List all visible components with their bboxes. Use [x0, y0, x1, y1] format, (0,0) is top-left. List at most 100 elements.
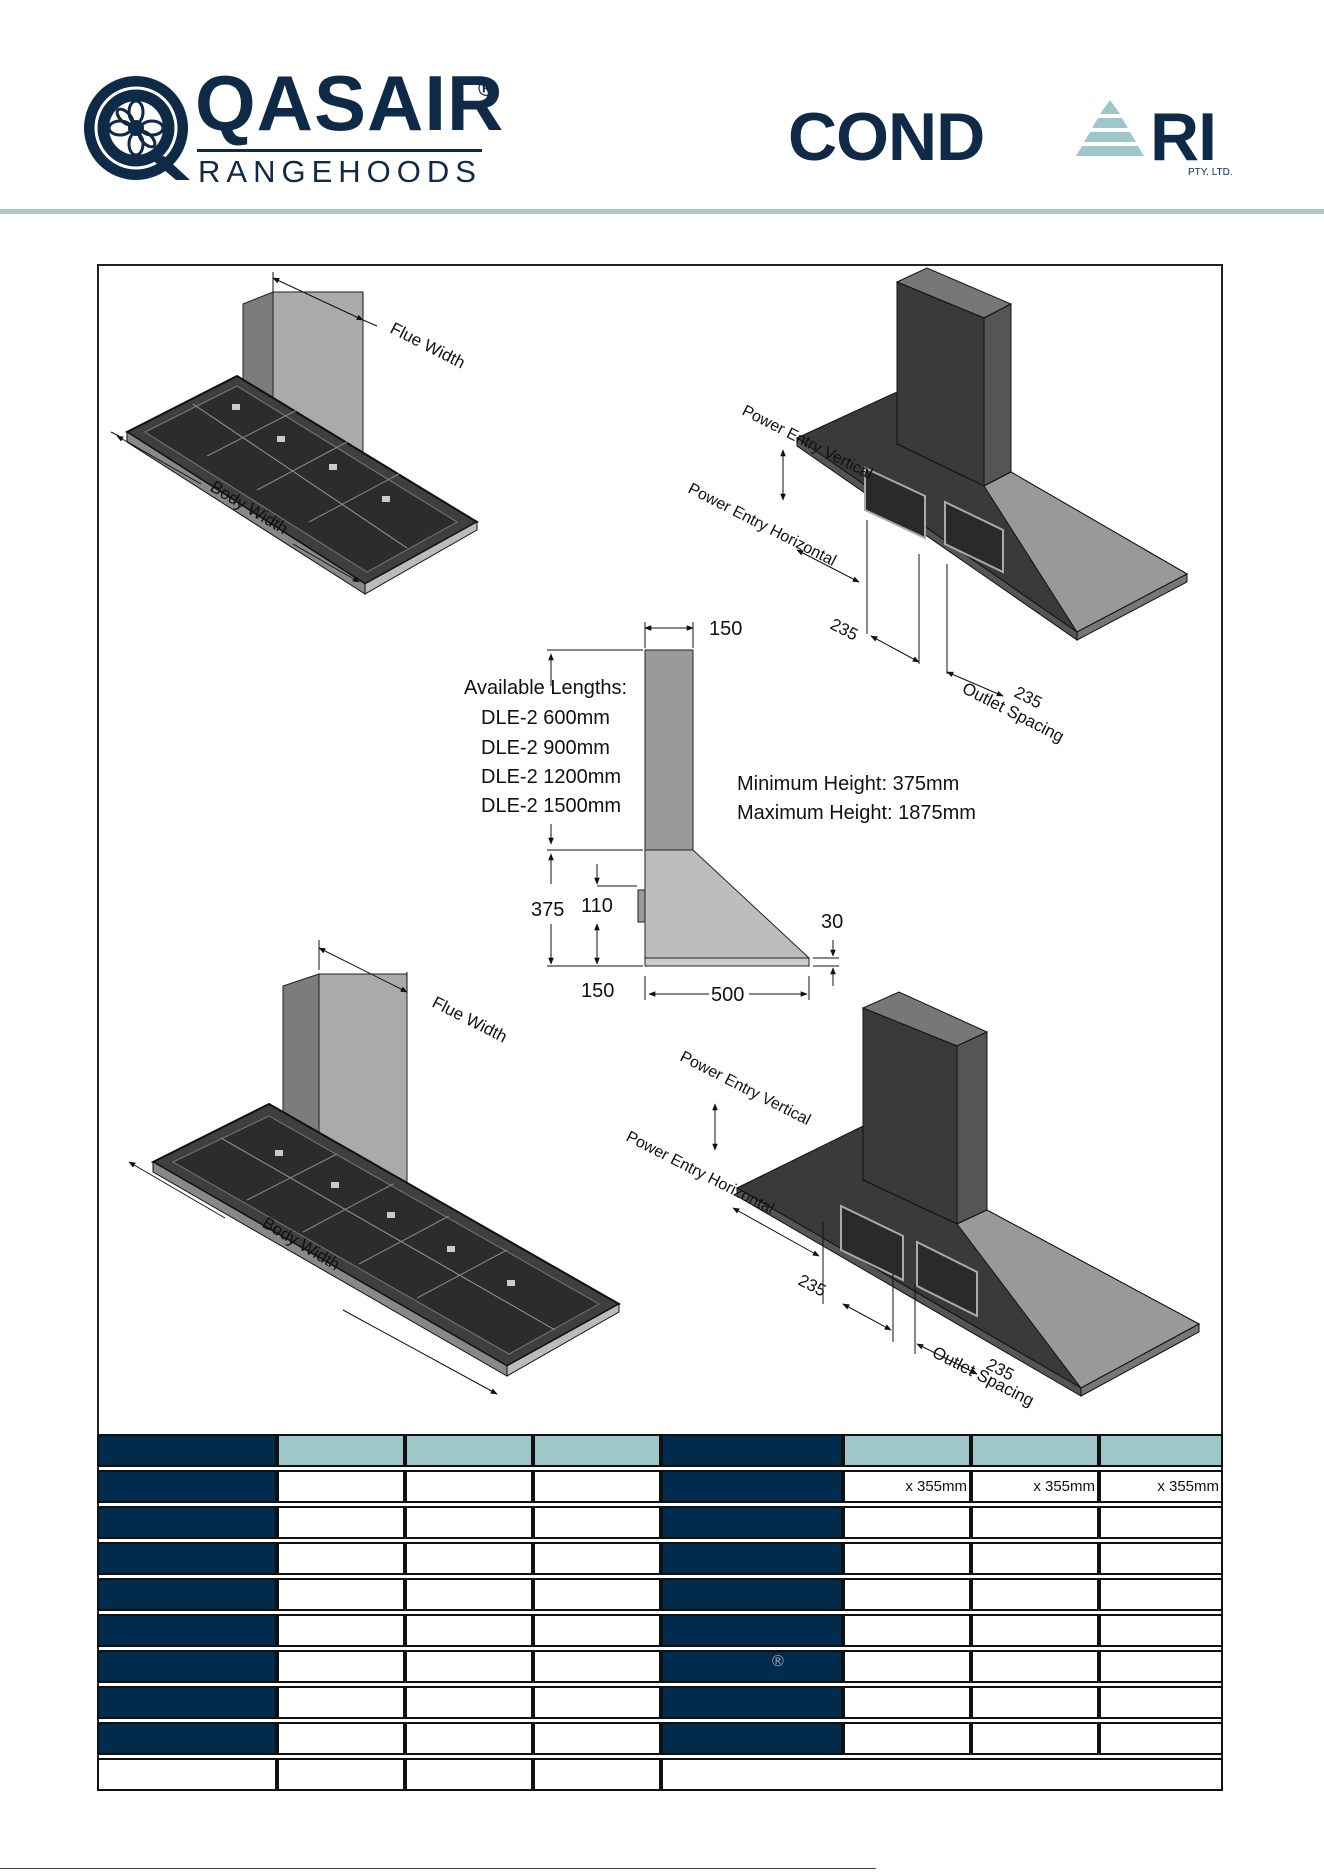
qasair-registered-mark: ®	[478, 76, 495, 101]
table-cell	[971, 1506, 1099, 1539]
table-label-cell	[97, 1650, 277, 1683]
condari-wordmark-right: RI	[1150, 99, 1217, 175]
top-left-flue-dimension	[272, 272, 378, 327]
table-cell	[533, 1470, 661, 1503]
bottom-left-flue-label: Flue Width	[429, 993, 510, 1047]
table-cell	[277, 1614, 405, 1647]
bottom-right-power-horizontal-label: Power Entry Horizontal	[623, 1128, 777, 1217]
table-cell	[277, 1578, 405, 1611]
table-label-cell	[97, 1506, 277, 1539]
table-label-cell	[661, 1650, 843, 1683]
side-top-width: 150	[709, 618, 742, 640]
top-left-flue-label: Flue Width	[387, 319, 468, 373]
table-row	[97, 1650, 1223, 1684]
top-right-hood-view	[795, 267, 1189, 641]
table-registered-mark: ®	[772, 1653, 784, 1670]
table-cell	[405, 1722, 533, 1755]
bottom-right-dim-left: 235	[795, 1271, 829, 1301]
table-cell	[971, 1722, 1099, 1755]
table-header-cell	[533, 1434, 661, 1467]
table-cell	[1099, 1578, 1223, 1611]
table-outlet-value: x 355mm	[843, 1470, 971, 1503]
table-cell	[1099, 1614, 1223, 1647]
table-label-cell	[97, 1722, 277, 1755]
table-cell	[405, 1686, 533, 1719]
table-cell	[277, 1686, 405, 1719]
condari-suffix: PTY. LTD.	[1188, 167, 1233, 178]
table-cell	[533, 1650, 661, 1683]
table-label-cell	[97, 1542, 277, 1575]
table-cell	[843, 1614, 971, 1647]
table-cell	[277, 1542, 405, 1575]
table-cell	[533, 1578, 661, 1611]
table-cell	[971, 1578, 1099, 1611]
table-cell	[533, 1614, 661, 1647]
table-header-cell	[405, 1434, 533, 1467]
table-label-cell	[97, 1578, 277, 1611]
bottom-left-body-dimension	[128, 1161, 498, 1395]
table-label-cell	[97, 1686, 277, 1719]
table-cell	[1099, 1506, 1223, 1539]
table-cell	[843, 1722, 971, 1755]
table-cell	[1099, 1650, 1223, 1683]
side-depth: 500	[711, 984, 744, 1006]
table-row	[97, 1542, 1223, 1576]
side-max-height: Maximum Height: 1875mm	[737, 802, 976, 824]
table-cell	[533, 1722, 661, 1755]
table-cell	[405, 1542, 533, 1575]
condari-wordmark-left: COND	[788, 99, 985, 175]
table-cell	[405, 1506, 533, 1539]
table-cell	[533, 1686, 661, 1719]
table-last-row	[97, 1758, 1223, 1792]
table-row	[97, 1614, 1223, 1648]
side-min-height: Minimum Height: 375mm	[737, 773, 959, 795]
bottom-left-flue-dimension	[318, 940, 408, 993]
qasair-wordmark: QASAIR	[195, 59, 505, 147]
qasair-subtitle: RANGEHOODS	[198, 154, 482, 189]
table-outlet-value: x 355mm	[1099, 1470, 1223, 1503]
side-body-height: 375	[531, 899, 564, 921]
table-label-cell	[97, 1614, 277, 1647]
qasair-underline	[197, 149, 482, 152]
table-cell	[405, 1614, 533, 1647]
table-cell	[971, 1650, 1099, 1683]
table-label-cell	[661, 1614, 843, 1647]
table-row	[97, 1578, 1223, 1612]
footer-divider	[0, 1868, 876, 1869]
top-right-power-horizontal-label: Power Entry Horizontal	[685, 480, 839, 569]
table-cell	[843, 1542, 971, 1575]
table-cell	[533, 1506, 661, 1539]
table-cell	[971, 1686, 1099, 1719]
table-cell	[843, 1578, 971, 1611]
table-header-row	[97, 1434, 1223, 1468]
top-left-body-dimension	[110, 431, 360, 583]
side-length-1500: DLE-2 1500mm	[481, 795, 621, 817]
header-divider	[0, 209, 1324, 214]
table-cell	[1099, 1686, 1223, 1719]
table-cell	[277, 1650, 405, 1683]
qasair-emblem-logo	[84, 76, 190, 180]
table-header-cell	[971, 1434, 1099, 1467]
table-cell	[277, 1506, 405, 1539]
table-row: x 355mm x 355mm x 355mm	[97, 1470, 1223, 1504]
condari-pyramid-a-logo	[1076, 100, 1144, 156]
table-cell	[405, 1470, 533, 1503]
table-cell	[1099, 1542, 1223, 1575]
table-label-cell	[661, 1542, 843, 1575]
side-length-900: DLE-2 900mm	[481, 737, 610, 759]
table-header-cell	[97, 1434, 277, 1467]
table-label-cell	[661, 1506, 843, 1539]
table-cell	[1099, 1722, 1223, 1755]
table-cell	[277, 1722, 405, 1755]
side-dimensions	[547, 622, 839, 1000]
table-cell	[277, 1758, 405, 1791]
table-cell	[843, 1650, 971, 1683]
table-header-cell	[1099, 1434, 1223, 1467]
table-cell	[661, 1758, 1223, 1791]
table-cell	[533, 1758, 661, 1791]
side-lengths-title: Available Lengths:	[464, 677, 627, 699]
table-row	[97, 1722, 1223, 1756]
table-cell	[405, 1650, 533, 1683]
side-length-600: DLE-2 600mm	[481, 707, 610, 729]
side-bottom-offset: 150	[581, 980, 614, 1002]
